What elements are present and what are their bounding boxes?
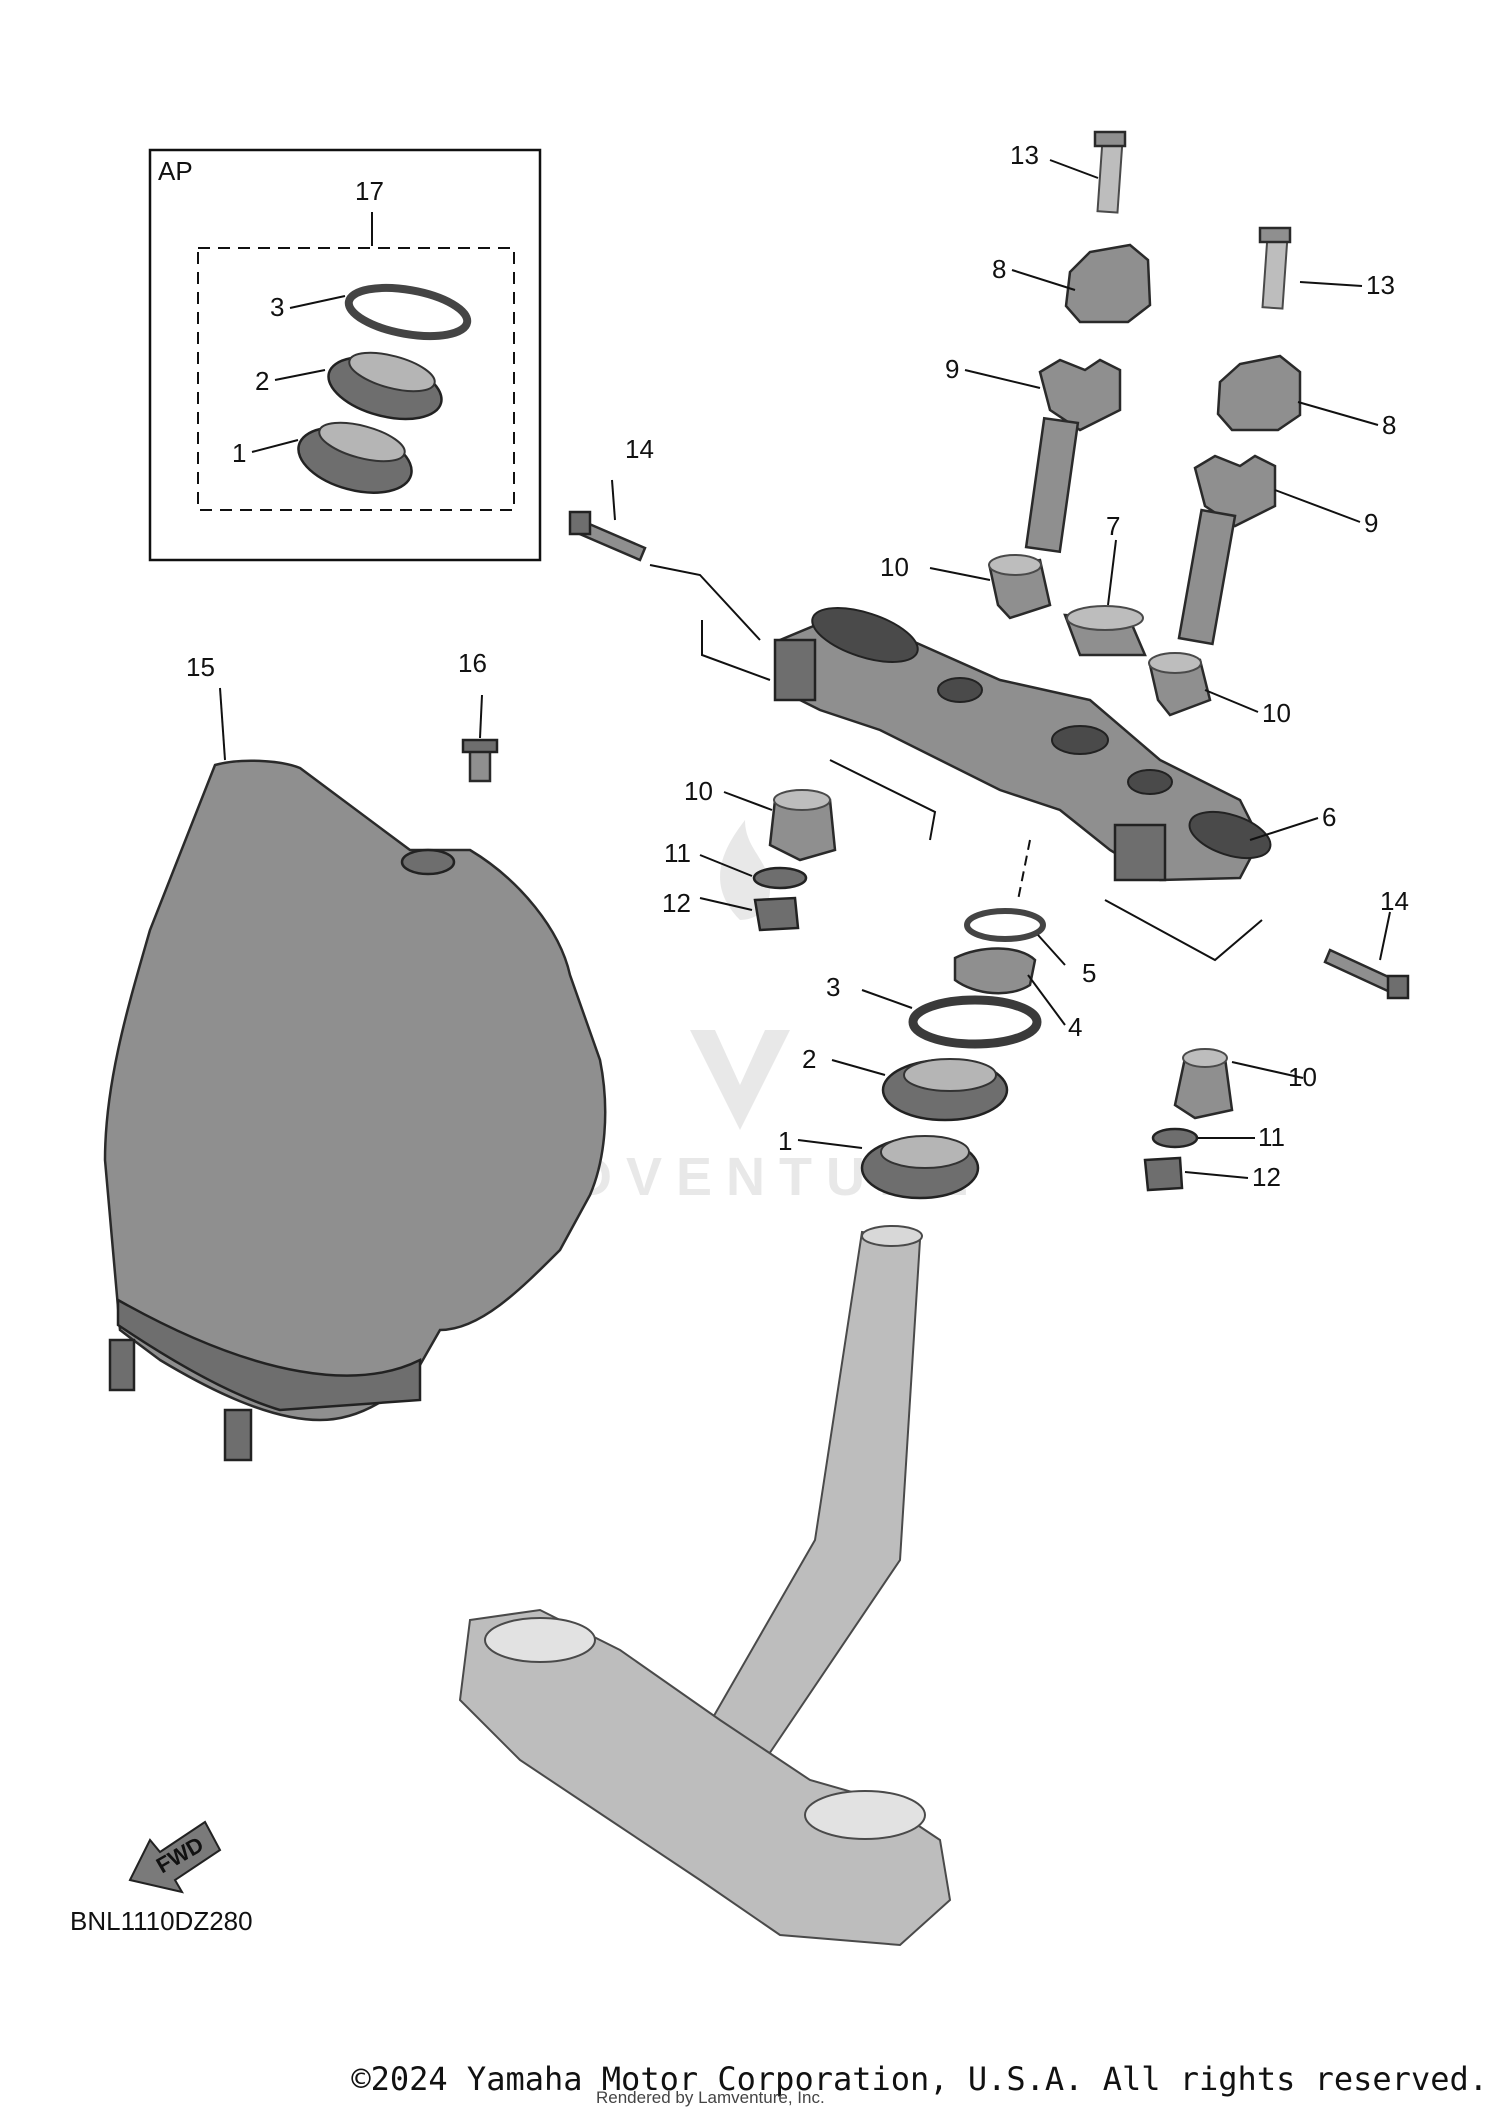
seal-5: [964, 908, 1046, 942]
inset-group-label: 17: [355, 176, 384, 206]
callout-3: 3: [826, 972, 840, 1002]
ring-3: [908, 995, 1042, 1049]
fwd-arrow-icon: FWD: [128, 1820, 222, 1894]
washer-11-left: [752, 866, 808, 890]
callout-11-left: 11: [664, 838, 691, 868]
washer-11-right: [1151, 1127, 1199, 1149]
handlebar-riser-left: [1024, 130, 1152, 554]
callout-5: 5: [1082, 958, 1096, 988]
callout-10-lower-right: 10: [1288, 1062, 1317, 1092]
callout-10-right: 10: [1262, 698, 1291, 728]
rendered-by-note: Rendered by Lamventure, Inc.: [596, 2088, 825, 2107]
callout-2: 2: [802, 1044, 816, 1074]
callout-numbers: 13 13 8 8 9 9 14 14 10 10 10 10 7 6 15 1…: [186, 140, 1409, 1192]
inset-box-label: AP: [158, 156, 193, 186]
callout-9-left: 9: [945, 354, 959, 384]
inset-box: AP 17 3 2 1: [148, 148, 542, 562]
nut-12-right: [1143, 1156, 1184, 1192]
callout-16: 16: [458, 648, 487, 678]
callout-10-upper: 10: [880, 552, 909, 582]
bolt-14-right: [1323, 948, 1397, 994]
callout-14-left: 14: [625, 434, 654, 464]
callout-13-left: 13: [1010, 140, 1039, 170]
callout-14-right: 14: [1380, 886, 1409, 916]
nut-12-left: [753, 896, 800, 932]
callout-12-left: 12: [662, 888, 691, 918]
inset-label-2: 2: [255, 366, 269, 396]
callout-7: 7: [1106, 511, 1120, 541]
callout-4: 4: [1068, 1012, 1082, 1042]
copyright-notice: ©2024 Yamaha Motor Corporation, U.S.A. A…: [351, 2060, 1488, 2098]
callout-15: 15: [186, 652, 215, 682]
callout-1: 1: [778, 1126, 792, 1156]
callout-11-right: 11: [1258, 1122, 1285, 1152]
inset-label-3: 3: [270, 292, 284, 322]
diagram-code: BNL1110DZ280: [70, 1906, 253, 1936]
handlebar-riser-right: [1177, 226, 1302, 646]
callout-13-right: 13: [1366, 270, 1395, 300]
upper-triple-clamp: [773, 607, 1272, 882]
callout-10-lower-left: 10: [684, 776, 713, 806]
callout-9-right: 9: [1364, 508, 1378, 538]
callout-8-right: 8: [1382, 410, 1396, 440]
callout-12-right: 12: [1252, 1162, 1281, 1192]
inset-label-1: 1: [232, 438, 246, 468]
callout-8-left: 8: [992, 254, 1006, 284]
steering-stem-lower-bracket: [458, 1225, 952, 1947]
callout-leaders: [219, 159, 1391, 1179]
headlight-cover: [103, 759, 607, 1462]
collar-4: [953, 947, 1037, 995]
callout-6: 6: [1322, 802, 1336, 832]
